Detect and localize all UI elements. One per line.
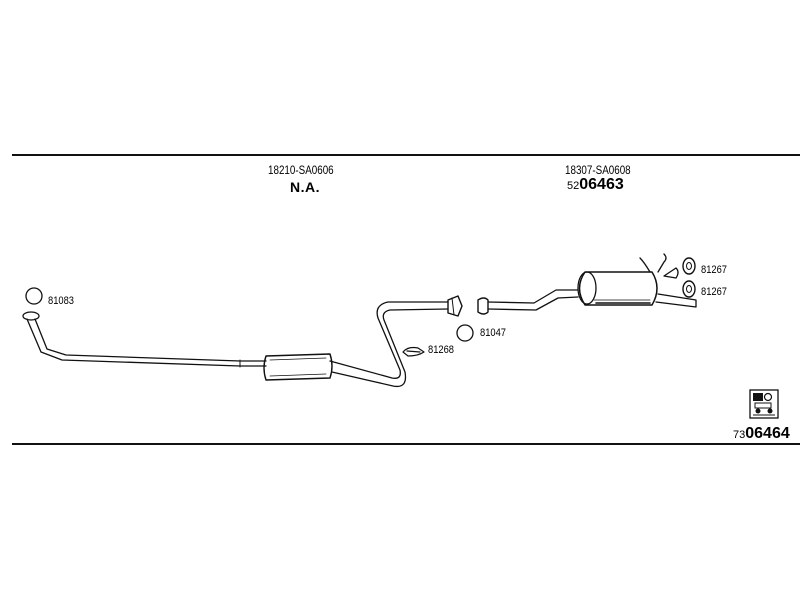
callout-gasket-front: 81083 [48,295,75,307]
gasket-ring-joint [456,324,474,342]
footer-reference-number: 7306464 [733,426,790,442]
right-part-number: 18307-SA0608 [565,163,631,177]
callout-gasket-joint: 81047 [480,327,507,339]
rear-pipe [487,289,579,304]
center-pipe-rear [329,301,449,379]
top-rule [12,154,800,156]
right-ref-main: 06463 [579,176,624,193]
callout-rubber-mount-lower: 81267 [701,286,728,298]
clamp-center [402,346,425,357]
footer-ref-main: 06464 [745,425,790,442]
rear-muffler [577,271,658,306]
muffler-hanger-left [639,253,667,273]
right-ref-prefix: 52 [567,180,580,192]
front-pipe [26,318,267,367]
right-reference-number: 5206463 [567,177,624,193]
front-flange [22,311,40,321]
callout-rubber-mount-upper: 81267 [701,264,728,276]
vehicle-application-icon [749,389,779,419]
left-note: N.A. [290,179,320,195]
rear-pipe-flange [477,297,489,315]
footer-ref-prefix: 73 [733,429,746,441]
center-pipe-flange [447,295,463,317]
callout-clamp-center: 81268 [428,344,455,356]
gasket-ring-front [25,287,43,305]
rubber-mount-upper [682,257,696,275]
rubber-mount-lower [682,280,696,298]
left-part-number: 18210-SA0606 [268,163,334,177]
bottom-rule [12,443,800,445]
tail-pipe [655,293,697,308]
center-resonator [263,353,333,381]
